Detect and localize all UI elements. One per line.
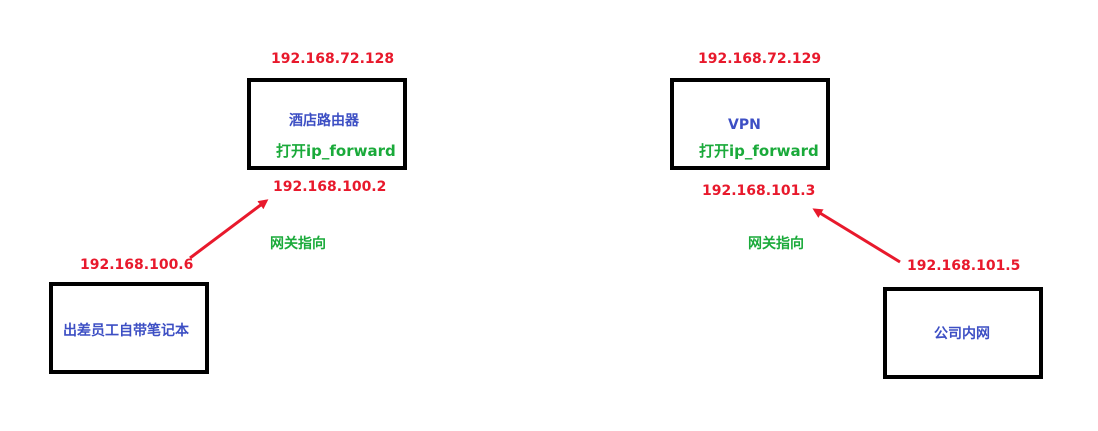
right-gateway-arrow <box>812 208 901 264</box>
company-intranet-label: 公司内网 <box>934 326 990 342</box>
vpn-label: VPN <box>728 117 761 133</box>
vpn-box: VPN 打开ip_forward <box>670 78 830 170</box>
hotel-router-ip-forward-note: 打开ip_forward <box>276 142 396 160</box>
router-ip-bottom: 192.168.100.2 <box>273 179 387 195</box>
hotel-router-label: 酒店路由器 <box>289 113 359 129</box>
vpn-ip-bottom: 192.168.101.3 <box>702 183 816 199</box>
vpn-ip-top: 192.168.72.129 <box>698 51 822 67</box>
intranet-ip: 192.168.101.5 <box>907 258 1021 274</box>
left-gateway-label: 网关指向 <box>270 236 326 252</box>
employee-laptop-label: 出差员工自带笔记本 <box>63 323 189 339</box>
laptop-ip: 192.168.100.6 <box>80 257 194 273</box>
router-ip-top: 192.168.72.128 <box>271 51 395 67</box>
employee-laptop-box: 出差员工自带笔记本 <box>49 282 209 374</box>
right-gateway-label: 网关指向 <box>748 236 804 252</box>
company-intranet-box: 公司内网 <box>883 287 1043 379</box>
vpn-ip-forward-note: 打开ip_forward <box>699 142 819 160</box>
hotel-router-box: 酒店路由器 打开ip_forward <box>247 78 407 170</box>
left-gateway-arrow <box>189 199 269 260</box>
